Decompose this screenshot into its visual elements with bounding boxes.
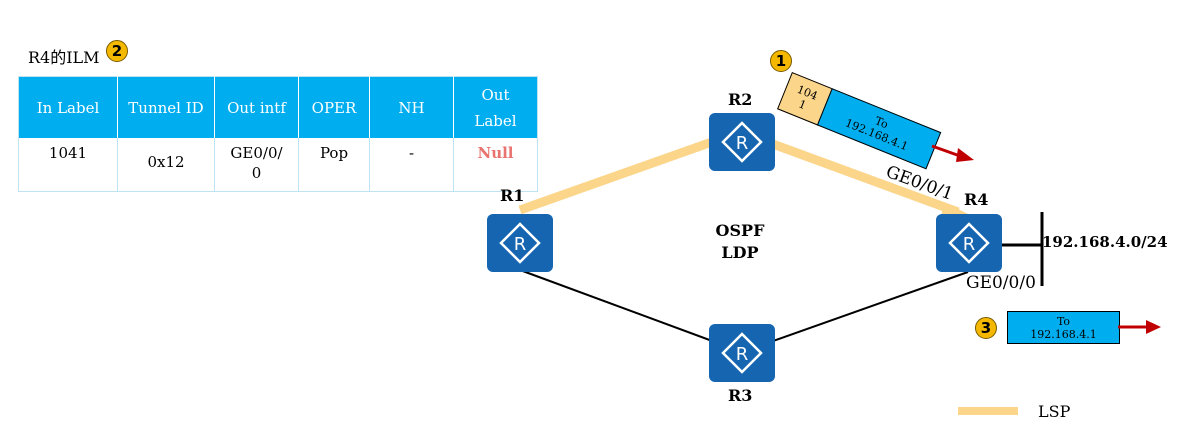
router-icon: R xyxy=(948,222,990,264)
step-2-badge: 2 xyxy=(106,40,128,62)
router-r3[interactable]: R xyxy=(709,324,775,382)
protocol-label: OSPF LDP xyxy=(700,220,780,264)
protocol-ospf: OSPF xyxy=(715,221,765,240)
router-r1-label: R1 xyxy=(500,186,525,205)
table-row: 1041 0x12 GE0/0/ 0 Pop - Null xyxy=(18,138,538,192)
col-tunnel-id: Tunnel ID xyxy=(117,76,215,138)
cell-in-label: 1041 xyxy=(18,138,118,192)
svg-text:R: R xyxy=(963,234,976,255)
packet-3-payload: To 192.168.4.1 xyxy=(1007,311,1120,344)
router-r1[interactable]: R xyxy=(487,214,553,272)
ilm-header-row: In Label Tunnel ID Out intf OPER NH Out … xyxy=(18,76,538,138)
network-label: 192.168.4.0/24 xyxy=(1042,233,1168,251)
step-3-badge: 3 xyxy=(975,317,997,339)
col-out-intf: Out intf xyxy=(214,76,299,138)
legend-label: LSP xyxy=(1038,402,1071,421)
col-nh: NH xyxy=(369,76,454,138)
router-icon: R xyxy=(721,332,763,374)
link-r3-r4 xyxy=(741,271,969,353)
router-icon: R xyxy=(499,222,541,264)
packet-1-arrow xyxy=(931,144,974,162)
protocol-ldp: LDP xyxy=(721,243,759,262)
ilm-title: R4的ILM xyxy=(28,48,100,67)
cell-out-label: Null xyxy=(477,144,514,162)
link-r1-r3 xyxy=(519,269,743,353)
cell-out-intf: GE0/0/ 0 xyxy=(214,138,299,192)
cell-tunnel-id: 0x12 xyxy=(117,138,215,192)
col-out-label: Out Label xyxy=(453,76,538,138)
col-oper: OPER xyxy=(298,76,370,138)
packet-3-arrow xyxy=(1118,320,1161,334)
router-icon: R xyxy=(721,121,763,163)
router-r2-label: R2 xyxy=(728,90,753,109)
interface-ge000: GE0/0/0 xyxy=(966,273,1036,293)
router-r2[interactable]: R xyxy=(709,113,775,171)
svg-text:R: R xyxy=(736,133,749,154)
svg-text:R: R xyxy=(514,234,527,255)
cell-oper: Pop xyxy=(298,138,370,192)
router-r3-label: R3 xyxy=(728,386,753,405)
col-in-label: In Label xyxy=(18,76,118,138)
svg-text:R: R xyxy=(736,344,749,365)
router-r4[interactable]: R xyxy=(936,214,1002,272)
ilm-table: In Label Tunnel ID Out intf OPER NH Out … xyxy=(18,76,538,192)
cell-nh: - xyxy=(369,138,454,192)
router-r4-label: R4 xyxy=(964,190,989,209)
step-1-badge: 1 xyxy=(770,50,792,72)
